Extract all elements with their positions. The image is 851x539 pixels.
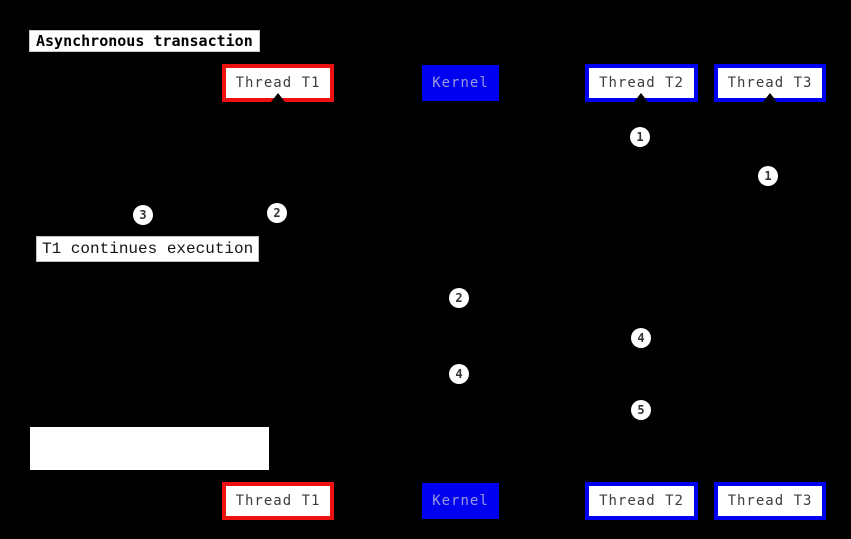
step-marker: 3 (133, 205, 153, 225)
step-marker: 2 (267, 203, 287, 223)
step-marker: 5 (631, 400, 651, 420)
actor-thread-t2-label: Thread T2 (599, 75, 684, 91)
actor-thread-t2-bottom: Thread T2 (585, 482, 698, 520)
step-marker: 4 (631, 328, 651, 348)
note-t1-continues: T1 continues execution (36, 236, 260, 262)
arrowhead-icon (763, 93, 777, 102)
actor-kernel-top: Kernel (422, 65, 499, 101)
actor-kernel-label: Kernel (432, 75, 489, 91)
step-marker: 1 (630, 127, 650, 147)
actor-thread-t3-bottom: Thread T3 (714, 482, 826, 520)
step-marker: 2 (449, 288, 469, 308)
arrowhead-icon (271, 93, 285, 102)
actor-kernel-label: Kernel (432, 493, 489, 509)
actor-thread-t2-label: Thread T2 (599, 493, 684, 509)
step-marker: 1 (758, 166, 778, 186)
actor-thread-t3-label: Thread T3 (727, 493, 813, 509)
actor-kernel-bottom: Kernel (422, 483, 499, 519)
diagram-title: Asynchronous transaction (29, 30, 260, 52)
step-marker: 4 (449, 364, 469, 384)
actor-thread-t1-bottom: Thread T1 (222, 482, 334, 520)
actor-thread-t3-label: Thread T3 (727, 75, 813, 91)
actor-thread-t1-label: Thread T1 (235, 493, 321, 509)
note-blank (30, 427, 269, 470)
arrowhead-icon (634, 93, 648, 102)
actor-thread-t1-label: Thread T1 (235, 75, 321, 91)
